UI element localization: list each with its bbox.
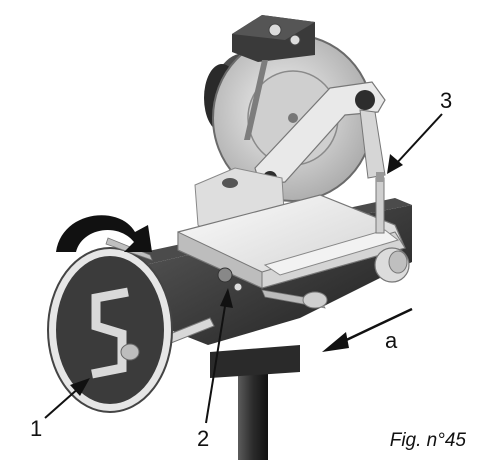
leader-3 (387, 113, 443, 174)
handwheel-hub (120, 343, 140, 361)
figure-caption: Fig. n°45 (389, 430, 466, 451)
sharpener-knob-2 (289, 34, 301, 46)
callout-2: 2 (197, 426, 209, 451)
callout-a: a (385, 328, 398, 353)
thickness-lever (375, 177, 385, 234)
meat-grip (263, 229, 400, 276)
lock-screw-head (233, 282, 243, 292)
arm-support (359, 109, 386, 179)
direction-arrow-a (322, 307, 413, 352)
lock-screw (217, 267, 233, 283)
leader-2 (205, 288, 233, 424)
callout-3: 3 (440, 88, 452, 113)
pedestal-pole (238, 360, 268, 460)
grip-foot (302, 291, 328, 309)
callout-1: 1 (30, 416, 42, 441)
thickness-lever-tip (376, 172, 384, 182)
grip-knob-cap (388, 250, 408, 274)
blade-center-dot (288, 113, 298, 123)
bracket-screw (222, 178, 238, 188)
leader-1 (44, 378, 90, 419)
rotation-arrow (56, 215, 152, 252)
pedestal-collar (210, 345, 300, 378)
sharpener-knob (268, 23, 282, 37)
sharpener-stem (244, 60, 268, 140)
handwheel-logo (91, 287, 129, 379)
arm-pivot (355, 90, 375, 110)
